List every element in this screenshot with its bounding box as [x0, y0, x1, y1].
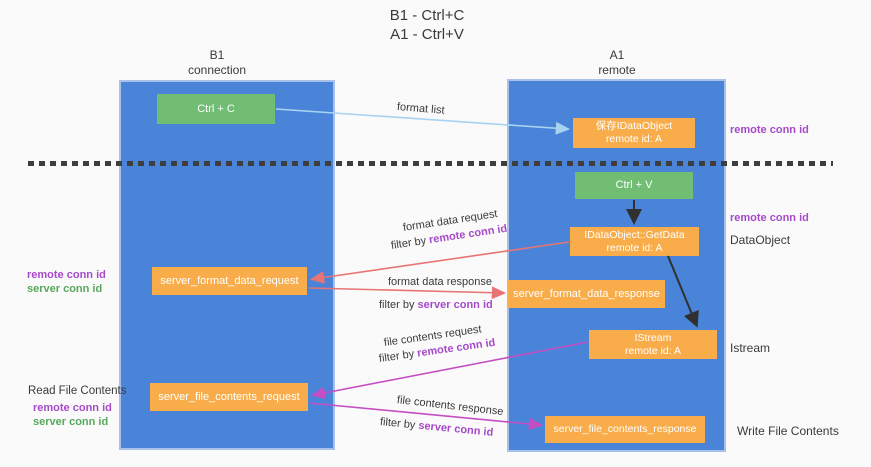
- diagram-title: B1 - Ctrl+C A1 - Ctrl+V: [327, 6, 527, 44]
- label-filter-format-response-prefix: filter by: [379, 299, 415, 311]
- node-server-format-data-response-label: server_format_data_response: [513, 287, 660, 300]
- node-save-dataobject-line1: 保存IDataObject: [595, 120, 673, 132]
- annotation-format-conn-ids: remote conn id server conn id: [27, 268, 106, 296]
- node-server-format-data-request: server_format_data_request: [152, 267, 307, 295]
- lane-b1-header: B1 connection: [147, 48, 287, 78]
- node-ctrl-c: Ctrl + C: [157, 94, 275, 124]
- diagram-title-line2: A1 - Ctrl+V: [390, 26, 464, 43]
- annotation-file-remote-conn-id: remote conn id: [33, 402, 112, 414]
- annotation-file-conn-ids: remote conn id server conn id: [33, 401, 112, 429]
- label-filter-file-response: filter by server conn id: [379, 416, 493, 439]
- label-format-list: format list: [396, 101, 446, 117]
- node-server-format-data-request-label: server_format_data_request: [160, 274, 299, 287]
- lane-a1-header: A1 remote: [547, 48, 687, 78]
- label-format-data-response: format data response: [388, 276, 492, 288]
- annotation-format-remote-conn-id: remote conn id: [27, 269, 106, 281]
- node-server-format-data-response: server_format_data_response: [508, 280, 665, 308]
- label-filter-file-request-prefix: filter by: [378, 348, 415, 365]
- lane-a1-subtitle: remote: [598, 63, 636, 77]
- node-getdata-line2: remote id: A: [606, 241, 663, 254]
- annotation-istream: Istream: [730, 341, 771, 355]
- node-getdata: IDataObject::GetData remote id: A: [570, 227, 699, 256]
- annotation-read-file-contents: Read File Contents: [28, 385, 127, 397]
- diagram-title-line1: B1 - Ctrl+C: [389, 7, 465, 24]
- annotation-format-server-conn-id: server conn id: [27, 283, 103, 295]
- lane-b1-title: B1: [209, 48, 225, 62]
- lane-b1-subtitle: connection: [187, 63, 247, 77]
- label-file-contents-response: file contents response: [396, 394, 505, 419]
- node-save-dataobject: 保存IDataObject remote id: A: [573, 118, 695, 148]
- annotation-remote-conn-id-top: remote conn id: [730, 124, 809, 136]
- annotation-write-file-contents: Write File Contents: [737, 424, 839, 438]
- label-filter-file-response-prefix: filter by: [379, 416, 416, 432]
- node-ctrl-v: Ctrl + V: [575, 172, 693, 199]
- node-istream-line2: remote id: A: [624, 344, 682, 357]
- node-server-file-contents-request: server_file_contents_request: [150, 383, 308, 411]
- label-filter-format-response: filter by server conn id: [379, 299, 493, 311]
- session-divider: [28, 161, 833, 166]
- node-getdata-line1: IDataObject::GetData: [584, 228, 685, 241]
- lane-a1-title: A1: [609, 48, 625, 62]
- annotation-file-server-conn-id: server conn id: [33, 416, 109, 428]
- node-save-dataobject-line2: remote id: A: [605, 133, 663, 145]
- label-filter-file-response-key: server conn id: [417, 419, 494, 439]
- node-ctrl-c-label: Ctrl + C: [197, 102, 235, 115]
- node-server-file-contents-response: server_file_contents_response: [545, 416, 705, 443]
- annotation-dataobject: DataObject: [730, 233, 791, 247]
- node-server-file-contents-response-label: server_file_contents_response: [553, 423, 697, 435]
- node-server-file-contents-request-label: server_file_contents_request: [158, 390, 300, 403]
- arrow-format-data-response: [308, 286, 507, 300]
- node-ctrl-v-label: Ctrl + V: [615, 179, 653, 191]
- annotation-remote-conn-id-mid: remote conn id: [730, 212, 809, 224]
- label-filter-format-response-key: server conn id: [417, 299, 493, 311]
- node-istream-line1: IStream: [634, 331, 672, 344]
- label-filter-format-request-prefix: filter by: [390, 234, 427, 252]
- node-istream: IStream remote id: A: [589, 330, 717, 359]
